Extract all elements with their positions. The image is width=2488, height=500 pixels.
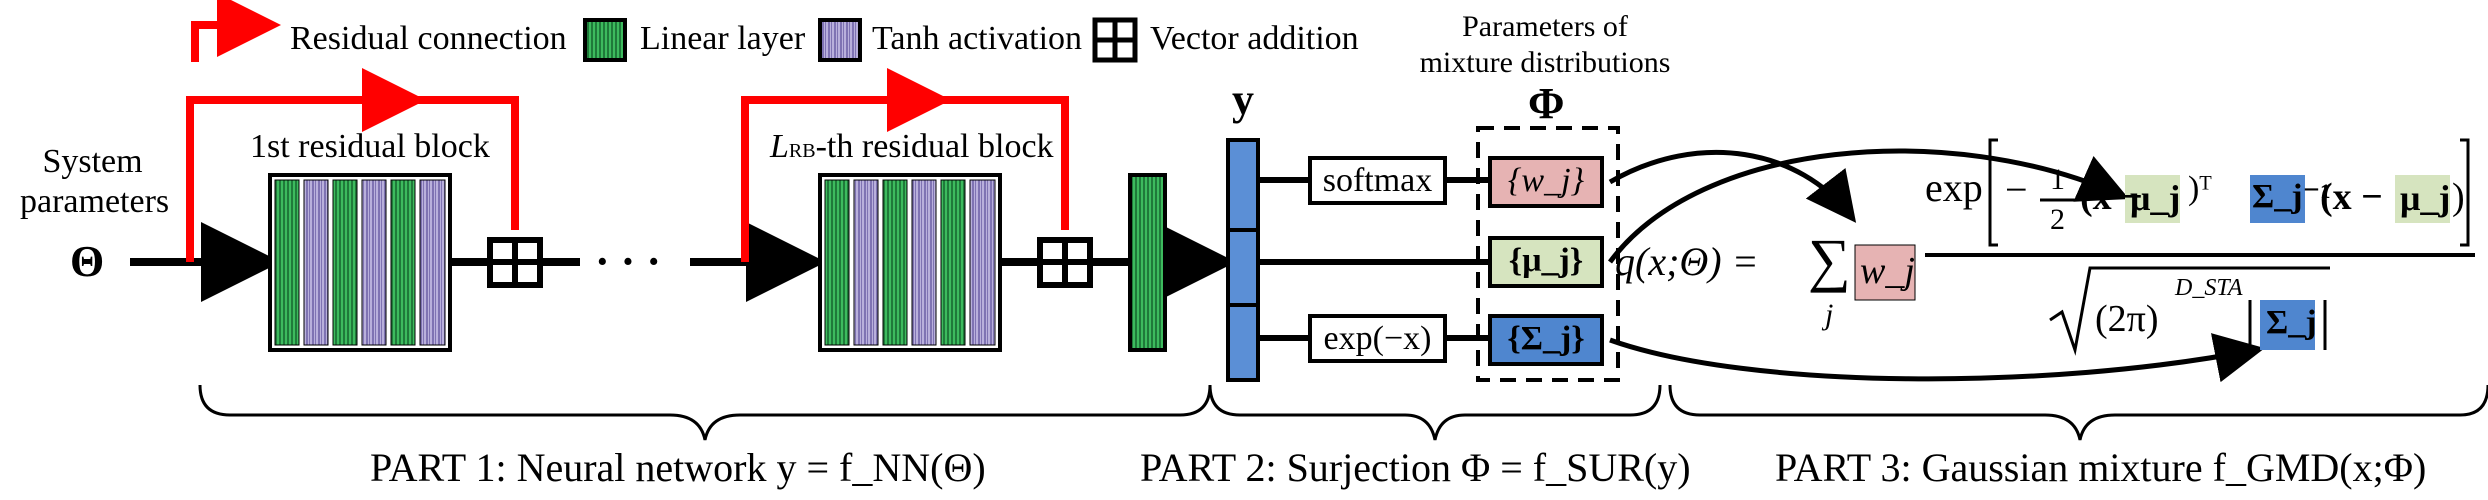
mu-box — [1488, 236, 1604, 288]
sigma-box — [1488, 314, 1604, 366]
mu-label: {μ_j} — [1508, 242, 1584, 279]
y-label: y — [1232, 75, 1254, 124]
vector-addition-2 — [1037, 237, 1093, 288]
legend-addition-label: Vector addition — [1150, 20, 1359, 57]
final-linear-layer — [1128, 173, 1167, 352]
legend — [191, 0, 1138, 63]
part3-label: PART 3: Gaussian mixture f_GMD(x;Φ) — [1775, 445, 2427, 490]
y-vector — [1226, 138, 1260, 382]
last-block-L: L — [770, 128, 789, 165]
formula-den-a: (2π) — [2095, 298, 2159, 340]
w-curve-arrow — [1608, 150, 1857, 223]
formula-T: )ᵀ — [2188, 170, 2212, 207]
w-label: {w_j} — [1507, 162, 1585, 199]
legend-tanh-label: Tanh activation — [872, 20, 1083, 57]
formula-x2: (x − — [2320, 176, 2383, 218]
softmax-label: softmax — [1322, 162, 1433, 199]
formula-half-den: 2 — [2050, 203, 2065, 236]
exp-left-bracket — [1988, 138, 1998, 247]
params-label-line1: Parameters of — [1462, 10, 1628, 43]
exp-label: exp(−x) — [1323, 320, 1432, 357]
input-theta: Θ — [70, 237, 105, 286]
formula-exp: exp — [1925, 165, 1983, 210]
last-block-label: LRB-th residual block — [770, 130, 1054, 164]
formula-sum-sub: j — [1825, 298, 1834, 331]
formula-w: w_j — [1860, 250, 1915, 292]
legend-linear-label: Linear layer — [640, 20, 806, 57]
formula-minus: − — [2005, 167, 2028, 212]
part1-label: PART 1: Neural network y = f_NN(Θ) — [370, 445, 986, 490]
formula-sigma-inv: Σ_j⁻¹ — [2252, 178, 2331, 215]
residual-block-last — [818, 173, 1002, 352]
part2-brace — [1208, 384, 1662, 441]
exp-box — [1308, 314, 1447, 363]
vector-addition-1 — [487, 237, 543, 288]
formula-close: ) — [2452, 176, 2465, 218]
formula-mu1-highlight — [2125, 175, 2180, 223]
exp-right-bracket — [2460, 138, 2470, 247]
formula-mu2: μ_j — [2400, 178, 2451, 218]
formula-den-exp: D_STA — [2175, 275, 2243, 301]
vector-addition-legend-icon — [1092, 17, 1138, 63]
w-box — [1488, 156, 1604, 208]
formula-lhs: q(x;Θ) = — [1615, 239, 1759, 284]
formula-half-num: 1 — [2050, 163, 2065, 196]
part1-brace — [198, 384, 1212, 441]
input-label-line2: parameters — [20, 183, 170, 220]
legend-residual-label: Residual connection — [290, 20, 567, 57]
last-block-sub: RB — [788, 140, 816, 162]
formula-den-sigma-highlight — [2260, 300, 2315, 350]
formula-w-highlight — [1854, 244, 1916, 301]
last-block-suffix: -th residual block — [815, 128, 1054, 165]
formula-mu1: μ_j — [2130, 178, 2181, 218]
tanh-legend-icon — [818, 18, 862, 62]
formula-den-sigma: Σ_j — [2266, 304, 2317, 341]
first-block-label: 1st residual block — [250, 128, 490, 165]
formula-x1: (x − — [2080, 176, 2143, 218]
part2-label: PART 2: Surjection Φ = f_SUR(y) — [1140, 445, 1691, 490]
formula-sum: ∑ — [1808, 227, 1851, 293]
sigma-curve-arrow — [1609, 333, 2265, 383]
ellipsis-dots: · · · — [595, 237, 662, 286]
formula-sigma-highlight — [2250, 175, 2305, 223]
input-label-line1: System — [42, 143, 143, 180]
formula-mu2-highlight — [2395, 175, 2450, 223]
sigma-label: {Σ_j} — [1507, 320, 1585, 357]
mu-curve-arrow — [1607, 148, 2130, 264]
residual-block-1 — [268, 173, 452, 352]
part3-brace — [1668, 384, 2488, 441]
residual-legend-icon — [191, 0, 281, 62]
softmax-box — [1308, 156, 1447, 205]
params-label-line2: mixture distributions — [1419, 46, 1671, 79]
sqrt-sign — [2049, 266, 2330, 356]
linear-layer-legend-icon — [583, 18, 627, 62]
phi-label: Φ — [1528, 79, 1565, 128]
